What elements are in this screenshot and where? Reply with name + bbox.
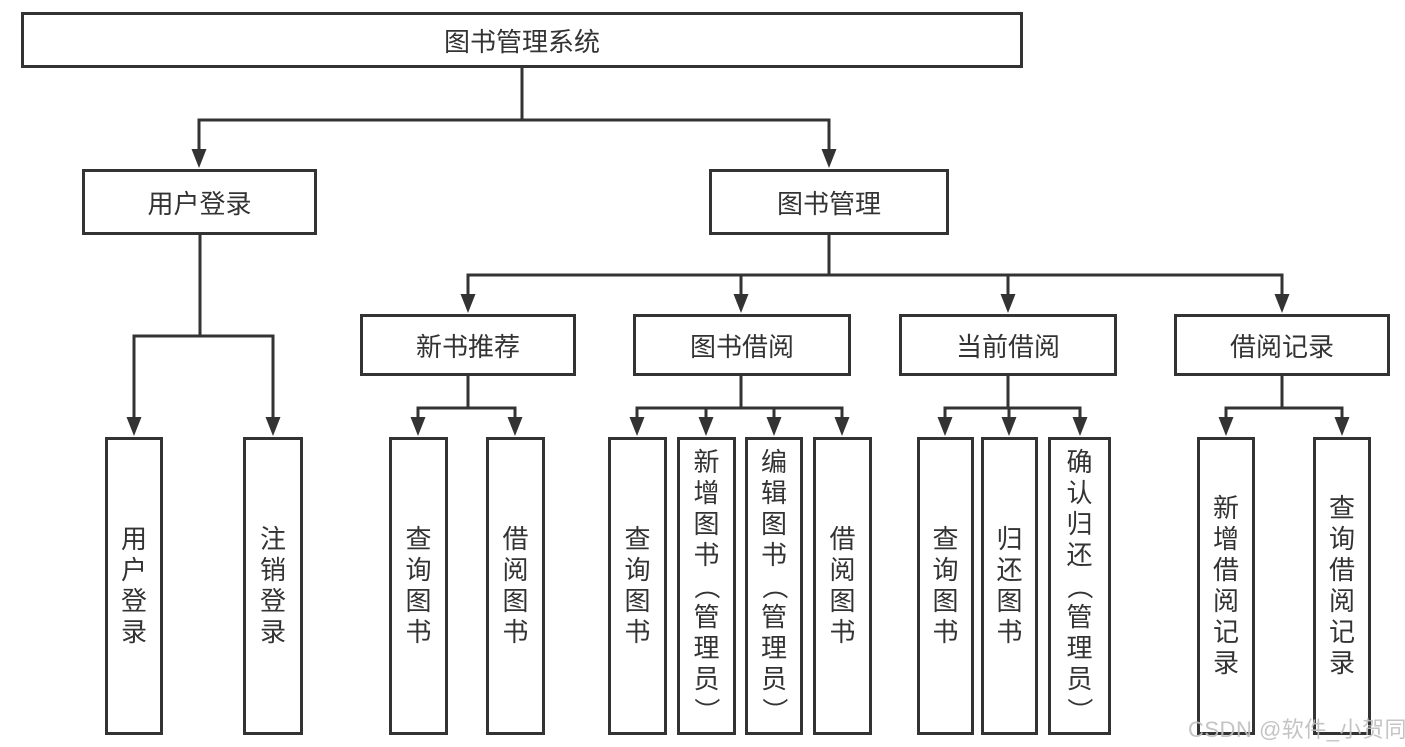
- tree-branch-lines: [132, 65, 1344, 410]
- arrow-shafts: [132, 120, 1344, 421]
- leaf-edit-book-admin: 编辑图书（管理员）: [745, 437, 803, 735]
- leaf-return-book: 归还图书: [981, 437, 1038, 735]
- arrowheads: [126, 149, 1350, 436]
- leaf-add-borrow-record: 新增借阅记录: [1197, 437, 1255, 735]
- leaf-user-login: 用户登录: [105, 437, 163, 735]
- leaf-logout: 注销登录: [243, 437, 303, 735]
- node-book-borrow: 图书借阅: [633, 314, 851, 376]
- leaf-borrow-books-recommend: 借阅图书: [486, 437, 545, 735]
- leaf-borrow-books-borrow: 借阅图书: [813, 437, 872, 735]
- leaf-query-borrow-record: 查询借阅记录: [1313, 437, 1371, 735]
- leaf-query-books-current: 查询图书: [917, 437, 974, 735]
- node-user-login: 用户登录: [82, 169, 317, 235]
- node-book-management: 图书管理: [709, 169, 949, 235]
- leaf-query-books-recommend: 查询图书: [389, 437, 448, 735]
- node-borrow-records: 借阅记录: [1174, 314, 1390, 376]
- leaf-confirm-return-admin: 确认归还（管理员）: [1048, 437, 1111, 735]
- node-new-book-recommend: 新书推荐: [360, 314, 576, 376]
- leaf-query-books-borrow: 查询图书: [608, 437, 667, 735]
- node-current-borrow: 当前借阅: [899, 314, 1117, 376]
- leaf-add-book-admin: 新增图书（管理员）: [677, 437, 736, 735]
- node-root: 图书管理系统: [21, 12, 1023, 68]
- watermark-text: CSDN @软件_小贺同学: [1188, 717, 1405, 742]
